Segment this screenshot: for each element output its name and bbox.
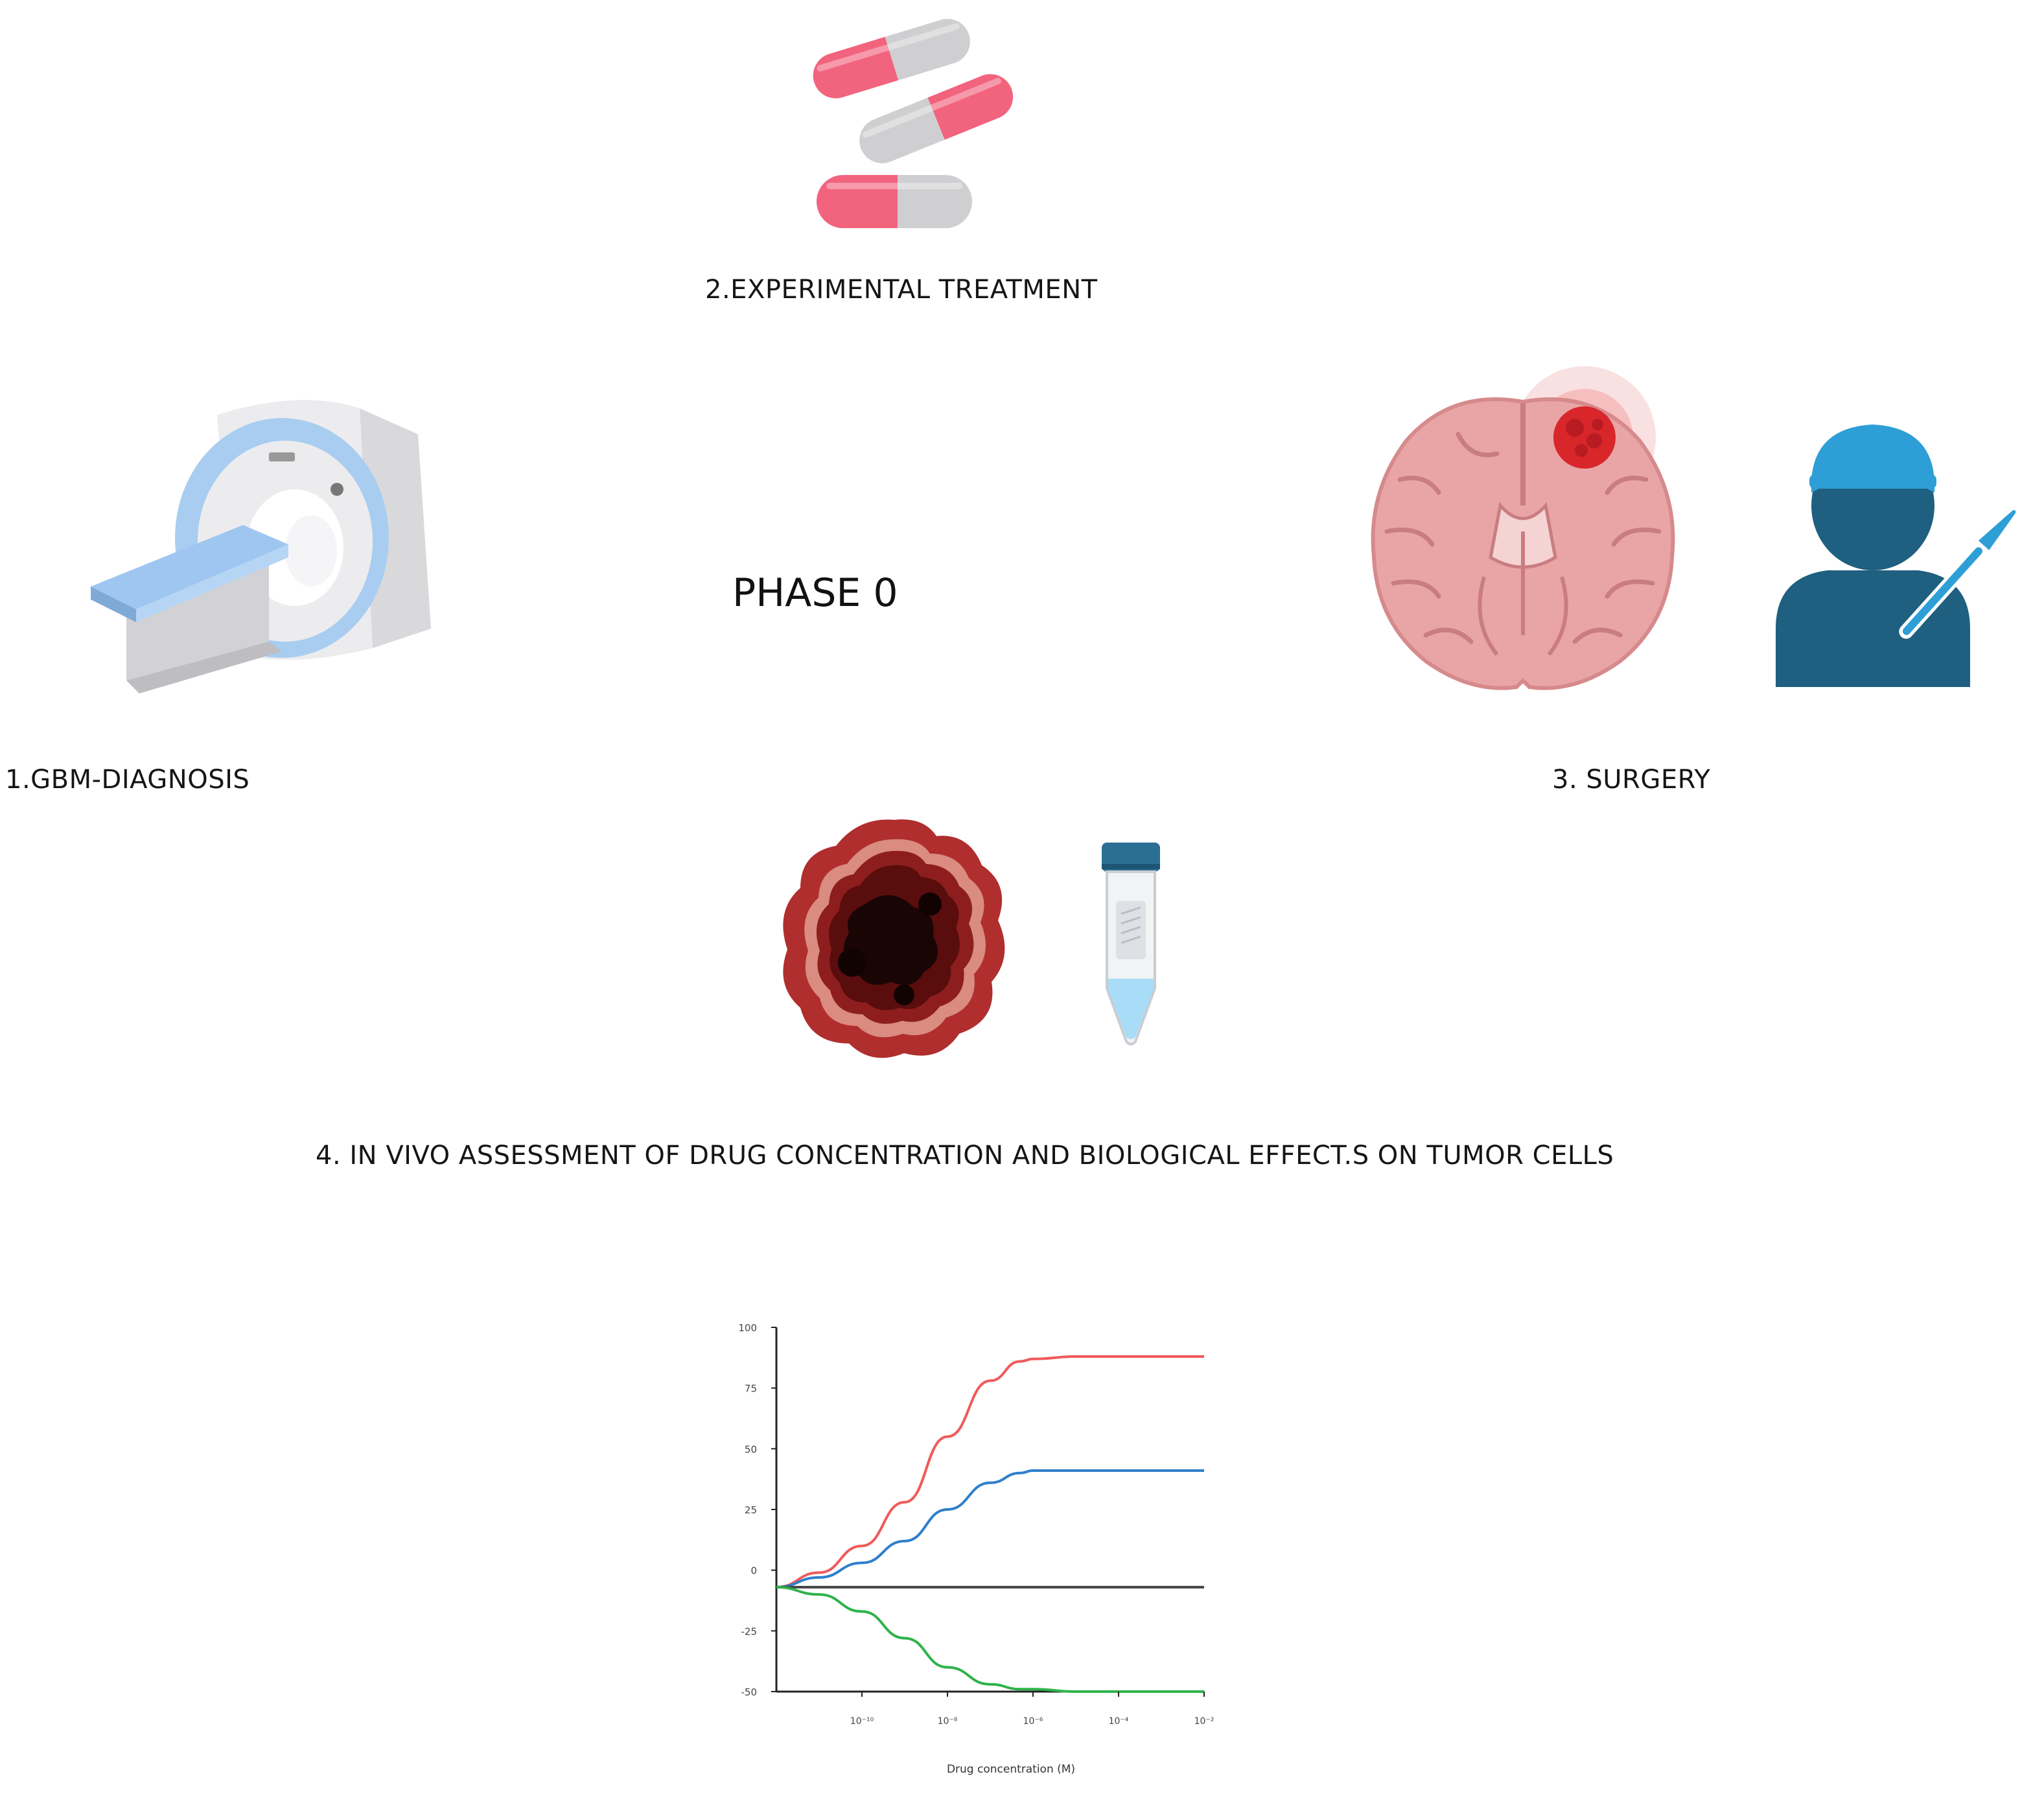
chart-x-axis-label: Drug concentration (M) <box>947 1763 1075 1776</box>
chart-y-tick-label: -25 <box>741 1625 758 1637</box>
chart-y-tick-label: 100 <box>738 1322 757 1334</box>
mri-scanner-icon <box>91 400 431 693</box>
chart-x-tick-label: 10⁻⁸ <box>938 1716 958 1727</box>
chart-x-tick-label: 10⁻⁴ <box>1109 1716 1129 1727</box>
phase-title: PHASE 0 <box>732 570 898 616</box>
chart-y-tick-label: -50 <box>741 1686 758 1698</box>
sample-tube-icon <box>1102 843 1160 1045</box>
chart-series-line-1 <box>776 1355 1204 1589</box>
chart-y-tick-label: 25 <box>745 1504 757 1516</box>
brain-tumor-icon <box>1371 366 1675 690</box>
chart-x-tick-label: 10⁻⁶ <box>1023 1716 1043 1727</box>
chart-y-tick-label: 75 <box>745 1383 757 1395</box>
chart-x-ticks: 10⁻¹⁰ 10⁻⁸ 10⁻⁶ 10⁻⁴ 10⁻² <box>850 1692 1214 1727</box>
chart-x-tick-label: 10⁻² <box>1194 1716 1214 1727</box>
chart-x-tick-label: 10⁻¹⁰ <box>850 1716 874 1727</box>
chart-y-ticks: 100 75 50 25 0 -25 -50 <box>738 1322 776 1698</box>
chart-series-line-2 <box>776 1469 1204 1589</box>
chart-series-line-4 <box>776 1585 1204 1693</box>
chart-y-tick-label: 0 <box>750 1565 757 1577</box>
surgeon-icon <box>1776 425 2016 687</box>
step-treatment-label: 2.EXPERIMENTAL TREATMENT <box>705 275 1098 305</box>
step-diagnosis-label: 1.GBM-DIAGNOSIS <box>5 765 250 795</box>
chart-lines <box>776 1355 1204 1693</box>
step-surgery-label: 3. SURGERY <box>1552 765 1711 795</box>
tumor-tissue-icon <box>783 819 1005 1058</box>
dose-response-chart: 100 75 50 25 0 -25 -50 10⁻¹⁰ 10⁻⁸ 10⁻⁶ 10⁻⁴ 10⁻² D… <box>738 1322 1214 1776</box>
step-assessment-label: 4. IN VIVO ASSESSMENT OF DRUG CONCENTRAT… <box>316 1141 1614 1171</box>
chart-y-tick-label: 50 <box>745 1443 757 1455</box>
capsules-icon <box>813 19 1014 228</box>
